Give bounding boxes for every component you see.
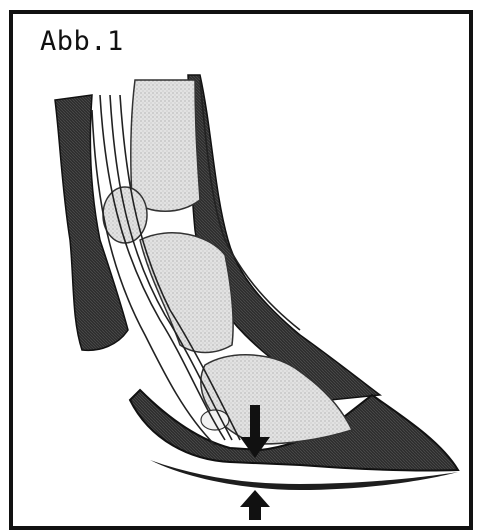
- arrow-up-icon: [240, 490, 270, 520]
- cannon-bone: [131, 80, 200, 211]
